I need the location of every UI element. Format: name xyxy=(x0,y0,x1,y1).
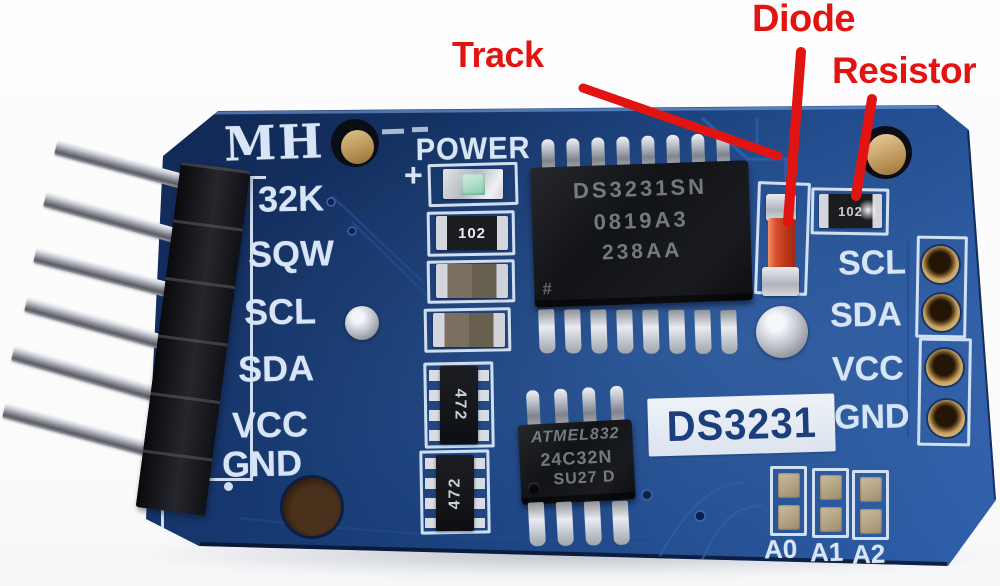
diode-body xyxy=(768,218,795,270)
resistor-network-2: 472 xyxy=(436,455,474,531)
ic-pin xyxy=(541,138,556,171)
pin-label-sda-left: SDA xyxy=(237,347,315,390)
ic-pin xyxy=(590,309,608,354)
ic-pin xyxy=(691,133,706,166)
ic-pin xyxy=(581,387,597,425)
rn1-marking: 472 xyxy=(450,388,468,422)
ic-pin xyxy=(538,309,556,354)
jumper-label-a0: A0 xyxy=(763,533,798,565)
jumper-pad xyxy=(820,475,842,500)
rtc-ic-marking-3: 238AA xyxy=(601,238,683,265)
resistor-102-marking: 102 xyxy=(457,224,487,242)
rtc-ic-corner-mark: # xyxy=(542,279,553,299)
ic-pin xyxy=(566,138,581,170)
jumper-pad xyxy=(860,477,882,502)
module-label: DS3231 xyxy=(665,398,818,451)
capacitor-1 xyxy=(436,264,508,298)
pin1-dimple xyxy=(527,482,541,495)
mounting-hole-bottom-left xyxy=(283,478,341,536)
ic-pin xyxy=(668,309,686,355)
ic-pin xyxy=(611,500,631,546)
ic-pin xyxy=(720,309,738,355)
ic-pin xyxy=(564,309,582,354)
ic-pin xyxy=(641,135,656,167)
resistor-network-1: 472 xyxy=(440,366,478,444)
ic-pin xyxy=(527,501,547,547)
pin-label-gnd-left: GND xyxy=(221,442,303,485)
ic-pin xyxy=(666,134,681,167)
resistor-102: 102 xyxy=(436,216,508,250)
ic-pin xyxy=(716,132,731,165)
through-hole-scl xyxy=(922,246,959,283)
ic-pin xyxy=(555,501,575,547)
pin-label-sda-right: SDA xyxy=(829,295,903,335)
jumper-a0-outline xyxy=(770,466,807,536)
pin-label-sqw: SQW xyxy=(247,232,335,275)
ic-pin xyxy=(525,389,541,428)
mounting-hole-top-left xyxy=(331,119,379,167)
pin-label-scl-left: SCL xyxy=(243,290,317,333)
header-silkscreen-tick xyxy=(250,176,266,179)
rtc-ic-body: DS3231SN 0819A3 238AA # xyxy=(530,160,753,308)
silkscreen-dash xyxy=(381,128,405,135)
annotation-track: Track xyxy=(452,34,544,75)
ic-pin xyxy=(642,309,660,355)
module-label-box: DS3231 xyxy=(647,393,836,457)
pin-label-vcc-left: VCC xyxy=(231,403,309,446)
power-led xyxy=(443,169,503,199)
jumper-a1-outline xyxy=(812,468,849,538)
rn-pins xyxy=(476,370,489,442)
ic-pin xyxy=(609,385,625,424)
annotation-resistor: Resistor xyxy=(832,50,977,91)
led-chip xyxy=(461,173,485,195)
pin-label-scl-right: SCL xyxy=(837,243,907,283)
silkscreen-dot xyxy=(224,482,233,491)
pullup-resistor: 102 xyxy=(819,194,882,228)
pullup-resistor-marking: 102 xyxy=(838,203,863,219)
jumper-pad xyxy=(778,473,800,498)
rtc-ic-marking-2: 0819A3 xyxy=(593,206,690,235)
ic-pin xyxy=(616,309,634,354)
solder-blob-right xyxy=(756,306,808,358)
diode-solder-top xyxy=(766,194,796,221)
ic-pin xyxy=(591,137,606,169)
brand-logo: MH xyxy=(223,114,326,173)
pin-label-32k: 32K xyxy=(257,177,325,220)
diode-solder-bottom xyxy=(762,267,799,296)
rn2-marking: 472 xyxy=(445,476,463,510)
solder-blob-left xyxy=(345,306,379,340)
rtc-ic: DS3231SN 0819A3 238AA # xyxy=(526,132,758,362)
rtc-ic-marking-1: DS3231SN xyxy=(572,173,708,204)
header-silkscreen-line xyxy=(250,176,253,478)
power-plus-sign: + xyxy=(404,157,423,193)
jumper-pad xyxy=(778,505,800,530)
through-hole-vcc xyxy=(926,349,963,386)
pin-label-vcc-right: VCC xyxy=(831,349,905,389)
solder-glare xyxy=(860,197,876,223)
ic-pin xyxy=(694,309,712,355)
jumper-pad xyxy=(820,507,842,532)
mounting-hole-top-right xyxy=(859,126,912,179)
rn-pins xyxy=(425,458,438,528)
ic-pin xyxy=(553,388,569,427)
capacitor-2 xyxy=(433,313,505,347)
annotation-diode: Diode xyxy=(752,0,856,40)
jumper-pad xyxy=(860,509,882,534)
pin-label-gnd-right: GND xyxy=(833,397,910,437)
eeprom-marking-1: ATMEL832 xyxy=(530,424,620,447)
through-hole-gnd xyxy=(928,400,965,437)
through-hole-sda xyxy=(923,294,960,331)
rn-pins xyxy=(429,370,442,442)
eeprom-ic: ATMEL832 24C32N SU27 D xyxy=(516,385,642,551)
ic-pin xyxy=(616,136,631,168)
ic-pin xyxy=(583,500,603,546)
eeprom-body: ATMEL832 24C32N SU27 D xyxy=(517,419,636,506)
rn-pins xyxy=(472,458,485,528)
jumper-a2-outline xyxy=(852,470,889,540)
